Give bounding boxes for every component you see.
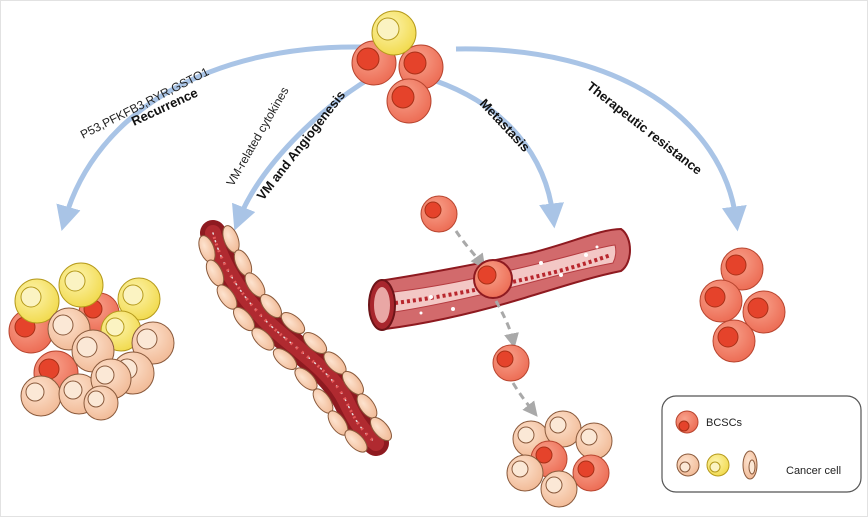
bcsc-cell: [699, 279, 743, 323]
cancer-cell: [540, 470, 578, 508]
arrow-therapeutic-resistance: [455, 46, 747, 232]
cancer-cell: [506, 454, 544, 492]
bcsc-cell: [492, 344, 530, 382]
metastatic-cluster: [506, 410, 613, 508]
legend-bcscs-label: BCSCs: [706, 417, 743, 429]
legend: BCSCs Cancer cell: [661, 395, 862, 493]
vm-vessel: [198, 220, 392, 456]
top-cell-cluster: [351, 10, 444, 124]
yellow-cancer-cell: [58, 262, 104, 308]
label-metastasis: Metastasis: [477, 96, 533, 155]
cancer-cell: [20, 375, 62, 417]
metastasis-path: [420, 195, 538, 417]
arrow-vm-angiogenesis: [232, 70, 381, 231]
bcsc-cell: [720, 247, 764, 291]
yellow-cancer-cell: [117, 277, 161, 321]
arrow-recurrence: [56, 44, 362, 232]
vessel-lining-cells-right: [222, 225, 392, 442]
label-genes: P53,PFKFB3,RYR,GSTO1: [78, 64, 211, 141]
yellow-cancer-cell: [14, 278, 60, 324]
resistance-bcsc-cluster: [699, 247, 786, 363]
legend-bcsc-swatch: [675, 410, 699, 434]
recurrence-tumor-cluster: [8, 262, 175, 421]
bcsc-cell: [742, 290, 786, 334]
yellow-cancer-cell: [371, 10, 417, 56]
arrow-metastasis: [435, 78, 564, 229]
bcsc-cell: [712, 319, 756, 363]
bcsc-cell: [572, 454, 610, 492]
cancer-cell: [131, 321, 175, 365]
vessel-lining-cells-left: [198, 235, 368, 453]
bcsc-cell: [420, 195, 458, 233]
cancer-cell: [544, 410, 582, 448]
bcsc-cell: [398, 44, 444, 90]
arrows: [56, 44, 747, 232]
bcsc-cell: [473, 259, 513, 299]
legend-cancer-swatch: [676, 450, 758, 480]
cancer-cell: [575, 422, 613, 460]
legend-cancer-cell-label: Cancer cell: [786, 465, 841, 477]
cancer-cell: [83, 385, 119, 421]
bcsc-cell: [386, 78, 432, 124]
